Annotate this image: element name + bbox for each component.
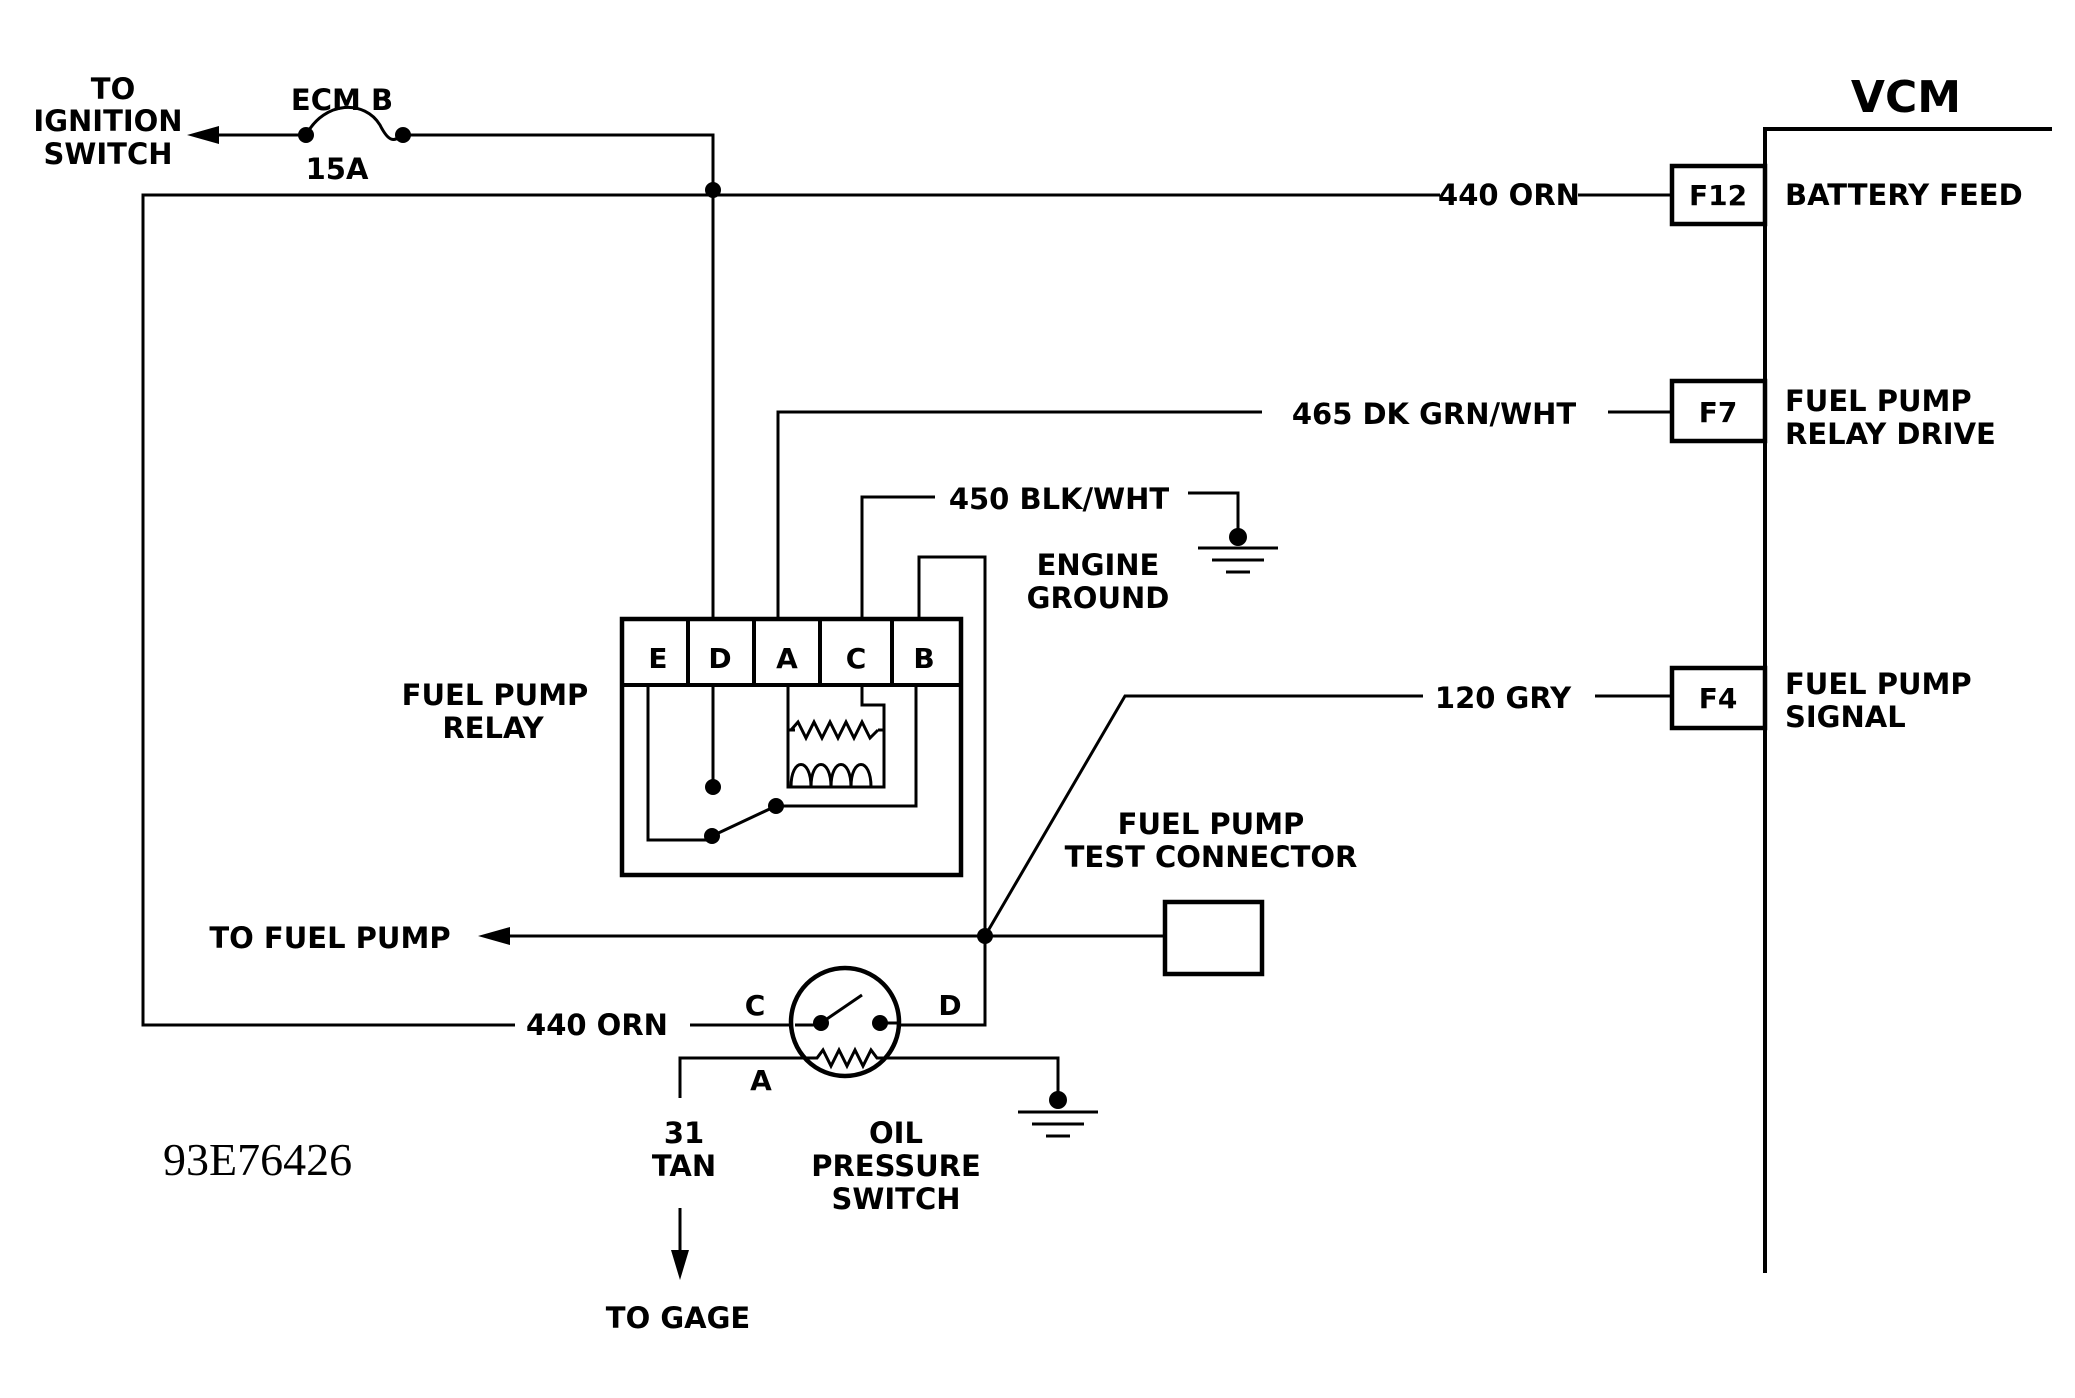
to-ignition-line1: TO [91,72,135,106]
wire-relay-b-output [900,555,987,1027]
pin-f12-label: F12 [1689,179,1747,212]
test-connector-label-line2: TEST CONNECTOR [1065,840,1358,874]
wire-120-gry: 120 GRY [983,681,1672,937]
fuel-pump-relay: E D A C B FUEL PUMP RELAY [402,616,964,878]
fuse-ecm-b: ECM B 15A [187,83,715,190]
test-connector-label-line1: FUEL PUMP [1118,807,1305,841]
oil-switch-label-line2: PRESSURE [811,1149,981,1183]
vcm-title: VCM [1851,72,1961,123]
oil-switch-terminal-a: A [750,1064,772,1097]
oil-switch-ground-symbol [890,1056,1098,1138]
figure-id: 93E76426 [163,1134,352,1185]
wire-31-tan: 31 TAN TO GAGE [606,1056,802,1335]
fuse-name: ECM B [291,83,393,117]
oil-pressure-switch: C D A OIL PRESSURE SWITCH [745,965,981,1216]
to-gage-label: TO GAGE [606,1301,750,1335]
engine-ground-symbol: ENGINE GROUND [1027,528,1278,615]
relay-terminal-a: A [776,642,798,675]
vcm-pin-f7: F7 FUEL PUMP RELAY DRIVE [1669,378,1996,451]
wire-450-blk-wht: 450 BLK/WHT [860,482,1240,619]
engine-ground-line2: GROUND [1027,581,1170,615]
to-ignition-switch-label: TO IGNITION SWITCH [33,72,182,171]
wire-120-label: 120 GRY [1435,681,1572,715]
pin-f4-label: F4 [1699,682,1738,715]
relay-label-line2: RELAY [442,711,544,745]
wire-440-orn-bottom-label: 440 ORN [526,1008,668,1042]
fuel-pump-test-connector: FUEL PUMP TEST CONNECTOR [1065,807,1358,977]
pin-f7-function-line1: FUEL PUMP [1785,384,1972,418]
relay-terminal-e: E [648,642,667,675]
oil-switch-terminal-d: D [938,989,961,1022]
splice-output-dot [977,928,993,944]
wire-31-label-line1: 31 [664,1116,704,1150]
relay-terminal-d: D [708,642,731,675]
oil-switch-label-line3: SWITCH [832,1182,961,1216]
vcm-pin-f12: F12 BATTERY FEED [1669,163,2023,227]
wire-31-label-line2: TAN [652,1149,716,1183]
fuse-rating: 15A [306,152,369,186]
wire-to-fuel-pump: TO FUEL PUMP [209,921,1163,955]
wire-450-label: 450 BLK/WHT [949,482,1170,516]
wire-440-orn-top: 440 ORN [141,178,1672,1027]
relay-terminal-b: B [913,642,934,675]
wire-465-dk-grn-wht: 465 DK GRN/WHT [776,397,1672,619]
wire-440-orn-top-label: 440 ORN [1438,178,1580,212]
to-ignition-line2: IGNITION [33,104,182,138]
wire-465-label: 465 DK GRN/WHT [1292,397,1577,431]
engine-ground-line1: ENGINE [1037,548,1160,582]
oil-switch-label-line1: OIL [869,1116,923,1150]
pin-f4-function-line1: FUEL PUMP [1785,667,1972,701]
relay-label-line1: FUEL PUMP [402,678,589,712]
pin-f12-function: BATTERY FEED [1785,178,2023,212]
to-fuel-pump-label: TO FUEL PUMP [209,921,450,955]
to-ignition-line3: SWITCH [44,137,173,171]
relay-terminal-c: C [846,642,867,675]
vcm-module: VCM [1763,72,2052,1273]
pin-f7-label: F7 [1699,396,1738,429]
pin-f4-function-line2: SIGNAL [1785,700,1906,734]
vcm-pin-f4: F4 FUEL PUMP SIGNAL [1669,665,1972,734]
oil-switch-terminal-c: C [745,989,766,1022]
pin-f7-function-line2: RELAY DRIVE [1785,417,1996,451]
